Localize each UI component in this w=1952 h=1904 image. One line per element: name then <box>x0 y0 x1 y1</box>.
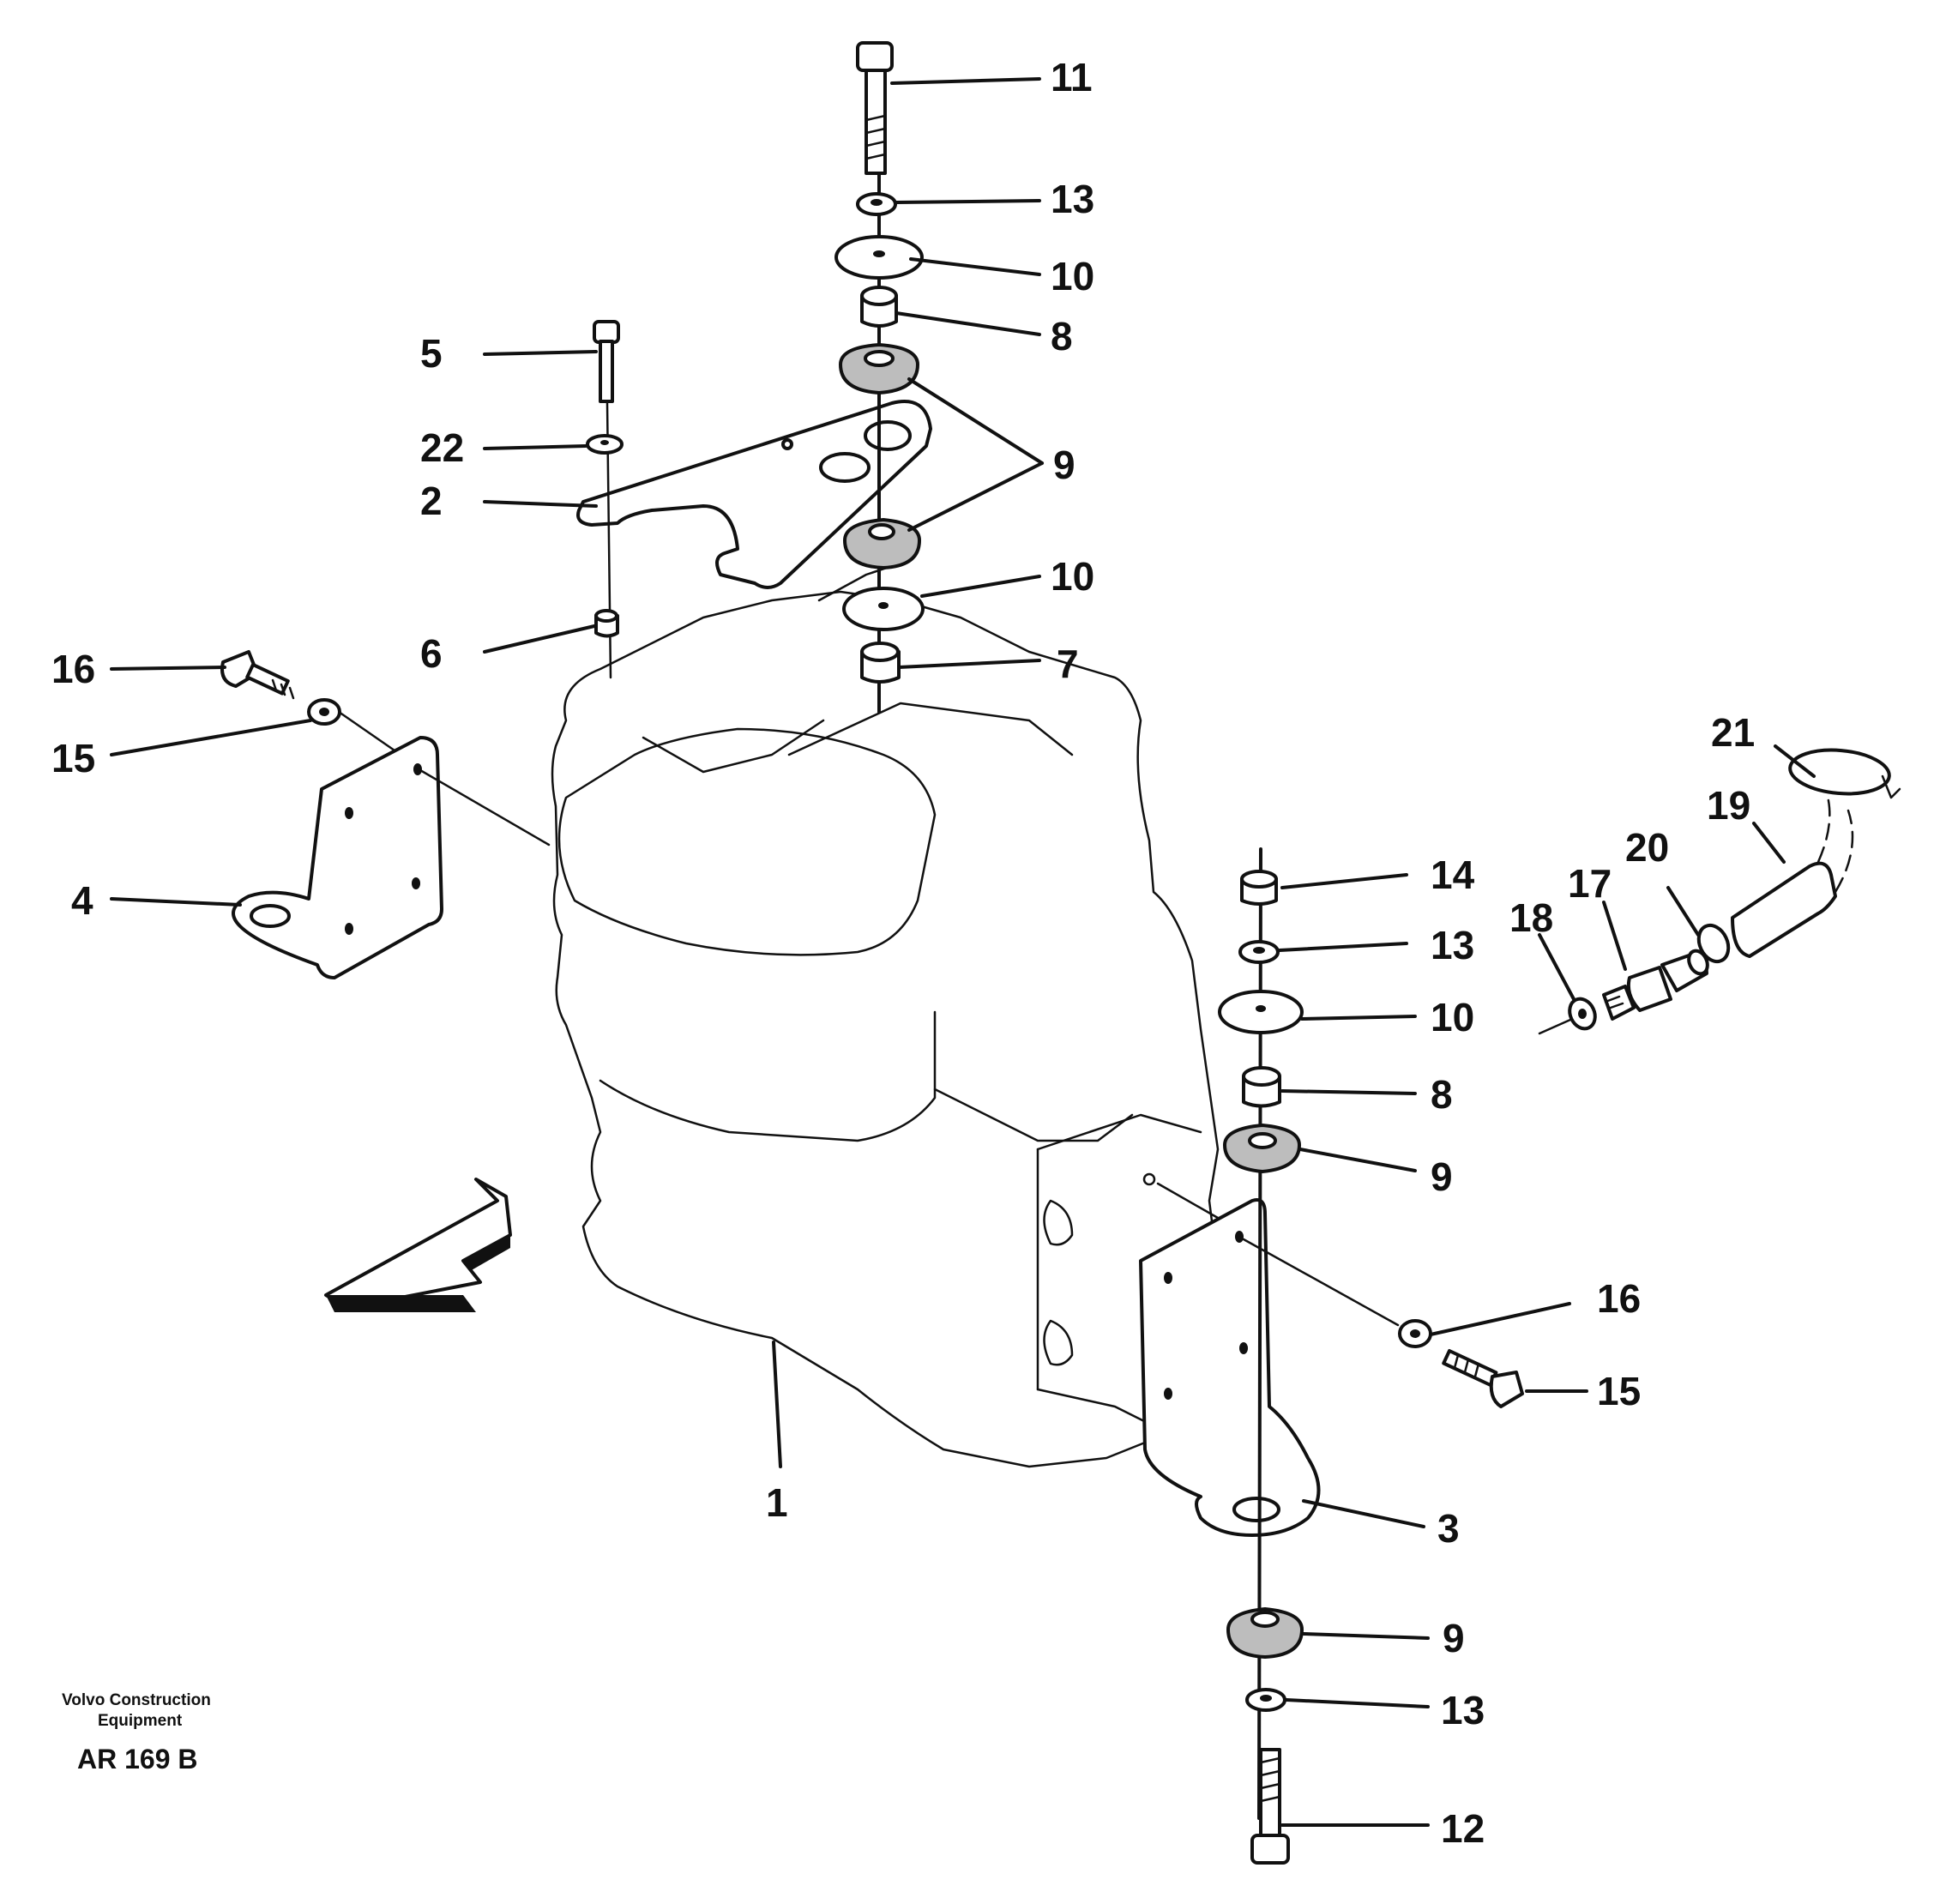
callout-3: 3 <box>1437 1506 1460 1551</box>
callout-18: 18 <box>1509 895 1553 940</box>
right-screw-and-washer <box>1398 1319 1524 1408</box>
leader-lines <box>110 77 1816 1827</box>
callout-13b: 13 <box>1431 923 1474 967</box>
callout-10: 10 <box>1051 254 1094 298</box>
callout-16: 16 <box>51 647 95 691</box>
right-mount-bracket <box>1139 1182 1400 1537</box>
callout-8b: 8 <box>1431 1072 1453 1117</box>
left-screw-and-washer <box>220 650 341 726</box>
lower-mount-stack <box>1218 847 1304 1865</box>
breather-hose-assembly <box>1538 748 1901 1035</box>
callout-15b: 15 <box>1597 1369 1641 1413</box>
callout-6: 6 <box>420 631 443 676</box>
callout-10b: 10 <box>1051 554 1094 599</box>
callout-12: 12 <box>1441 1806 1485 1851</box>
callout-labels: 11 13 10 8 5 22 2 9 10 6 7 16 15 4 21 19… <box>51 55 1755 1851</box>
callout-9: 9 <box>1053 443 1075 487</box>
callout-20: 20 <box>1625 825 1669 870</box>
upper-mount-stack <box>834 41 925 714</box>
callout-4: 4 <box>71 878 93 923</box>
callout-14: 14 <box>1431 853 1475 897</box>
callout-9b: 9 <box>1431 1154 1453 1199</box>
callout-10c: 10 <box>1431 995 1474 1039</box>
callout-2: 2 <box>420 479 443 523</box>
front-direction-arrow-icon <box>324 1178 512 1312</box>
callout-17: 17 <box>1568 861 1612 906</box>
callout-9c: 9 <box>1443 1616 1465 1660</box>
transmission-housing <box>551 564 1220 1468</box>
callout-5: 5 <box>420 331 443 376</box>
callout-16b: 16 <box>1597 1276 1641 1321</box>
callout-15: 15 <box>51 736 95 780</box>
bracket-screw-stack <box>586 320 624 679</box>
callout-22: 22 <box>420 425 464 470</box>
callout-1: 1 <box>766 1480 788 1525</box>
callout-7: 7 <box>1057 642 1079 686</box>
brand-line-2: Equipment <box>98 1712 183 1730</box>
callout-11: 11 <box>1051 55 1093 99</box>
callout-13: 13 <box>1051 177 1094 221</box>
callout-21: 21 <box>1711 710 1755 755</box>
callout-8: 8 <box>1051 314 1073 359</box>
figure-id: AR 169 B <box>77 1744 198 1774</box>
callout-19: 19 <box>1707 783 1750 828</box>
figure-footer: Volvo Construction Equipment AR 169 B <box>62 1691 211 1774</box>
callout-13c: 13 <box>1441 1688 1485 1732</box>
left-mount-bracket <box>232 710 551 979</box>
brand-line-1: Volvo Construction <box>62 1691 211 1709</box>
